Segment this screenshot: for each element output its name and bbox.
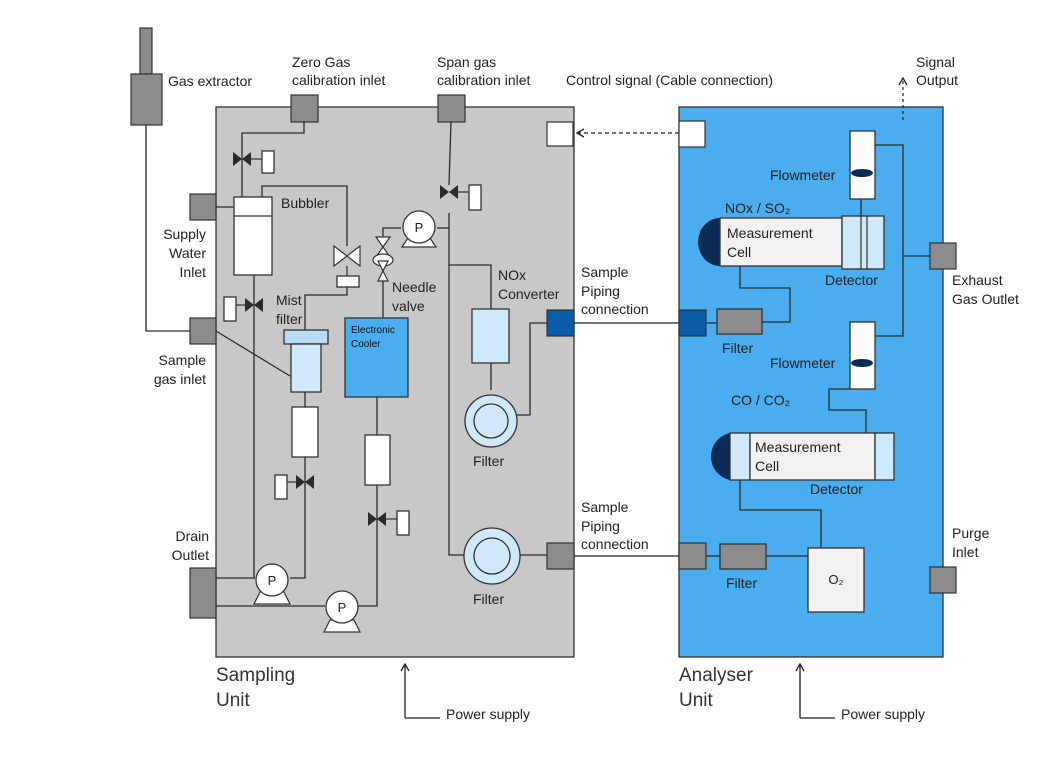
analyser-unit-label-2: Unit [679,690,714,711]
zero-gas-inlet-port [290,94,319,123]
mist-filter-label-2: filter [276,311,303,327]
analyser-unit-label-1: Analyser [679,665,754,686]
analyser-filter-nox-label: Filter [722,340,753,356]
measurement-cell-nox: Measurement Cell [698,215,885,270]
detector-nox-label: Detector [825,272,878,288]
analyser-filter-nox [716,308,763,335]
drain-outlet-label-1: Drain [176,528,209,544]
drain-outlet-port [189,567,217,619]
flowmeter-co-label: Flowmeter [770,355,836,371]
nox-so2-label: NOx / SO₂ [725,200,790,216]
measurement-cell-co-label-2: Cell [755,458,779,474]
exhaust-gas-outlet-label-2: Gas Outlet [952,291,1019,307]
exhaust-gas-outlet-port [929,242,957,270]
signal-output-label-1: Signal [916,54,955,70]
nox-converter [471,308,510,364]
o2-label: O₂ [828,572,843,587]
sample-piping-1-label-3: connection [581,301,649,317]
mist-filter-lower-vessel [291,406,319,458]
purge-inlet-label-2: Inlet [952,544,979,560]
span-gas-label-2: calibration inlet [437,72,530,88]
pump-drain-1: P [253,563,291,605]
electronic-cooler-label-1: Electronic [351,325,395,336]
valve-span-gas [440,184,482,211]
control-signal-label: Control signal (Cable connection) [566,72,773,88]
sampling-unit-label-1: Sampling [216,665,295,686]
measurement-cell-co-label-1: Measurement [755,439,841,455]
exhaust-gas-outlet-label-1: Exhaust [952,272,1003,288]
control-signal-port-sampling [546,121,574,147]
sample-gas-inlet-label-2: gas inlet [154,371,206,387]
drain-outlet-label-2: Outlet [172,547,209,563]
control-signal-port-analyser [678,120,706,148]
signal-output-label-2: Output [916,72,958,88]
detector-co-label: Detector [810,481,863,497]
sample-piping-port-nox-analyser [678,309,707,337]
sample-piping-2-label-2: Piping [581,518,620,534]
gas-extractor-label: Gas extractor [168,73,252,89]
mist-filter [283,329,329,393]
filter-sample-label: Filter [473,591,504,607]
pump-drain-2: P [323,590,361,633]
measurement-cell-nox-label-1: Measurement [727,225,813,241]
bubbler-label: Bubbler [281,195,330,211]
supply-water-label-2: Water [169,245,206,261]
needle-valve-label-1: Needle [392,279,437,295]
sample-piping-port-nox-sampling [546,309,575,337]
sample-gas-inlet-label-1: Sample [159,352,207,368]
purge-inlet-port [929,566,957,594]
valve-cooler-drain [368,510,410,536]
sample-gas-inlet-port [189,317,217,345]
supply-water-inlet-port [189,193,217,221]
sampling-unit-label-2: Unit [216,690,251,711]
bubbler [233,196,273,276]
sample-piping-2-label-3: connection [581,536,649,552]
needle-valve [372,236,394,282]
electronic-cooler-label-2: Cooler [351,339,381,350]
valve-mist-filter-drain [274,474,314,500]
valve-bubbler-drain [223,296,263,322]
filter-round-sample [463,527,521,585]
measurement-cell-nox-label-2: Cell [727,244,751,260]
sample-piping-2-label-1: Sample [581,499,629,515]
sample-piping-port-sampling [546,542,575,570]
sample-piping-1-label-2: Piping [581,283,620,299]
sample-piping-port-analyser [678,542,707,570]
purge-inlet-label-1: Purge [952,525,990,541]
analyser-filter-co-label: Filter [726,575,757,591]
span-gas-label-1: Span gas [437,54,496,70]
power-supply-analyser-label: Power supply [841,706,925,722]
pump-sample-label: P [415,220,424,235]
cooler-drain-vessel [364,434,391,486]
zero-gas-label-1: Zero Gas [292,54,350,70]
filter-nox-label: Filter [473,453,504,469]
electronic-cooler: Electronic Cooler [344,317,409,398]
analyser-filter-co [719,543,767,570]
sample-piping-1-label-1: Sample [581,264,629,280]
supply-water-label-3: Inlet [180,264,207,280]
span-gas-inlet-port [437,94,466,123]
o2-analyser: O₂ [807,547,865,613]
pump-drain-2-label: P [338,600,347,615]
pump-drain-1-label: P [268,573,277,588]
power-supply-sampling-label: Power supply [446,706,530,722]
filter-round-nox [464,394,518,448]
co-co2-label: CO / CO₂ [731,392,790,408]
valve-zero-gas [233,150,275,174]
supply-water-label-1: Supply [163,226,206,242]
valve-three-way [333,244,361,288]
flowmeter-nox-label: Flowmeter [770,167,836,183]
measurement-cell-co: Measurement Cell [710,432,895,481]
pump-sample: P [400,210,438,248]
flowmeter-co [849,321,876,390]
gas-extractor [130,27,163,126]
flowmeter-nox [849,130,876,200]
nox-converter-label-1: NOx [498,267,526,283]
nox-converter-label-2: Converter [498,286,560,302]
mist-filter-label-1: Mist [276,292,302,308]
zero-gas-label-2: calibration inlet [292,72,385,88]
needle-valve-label-2: valve [392,298,425,314]
